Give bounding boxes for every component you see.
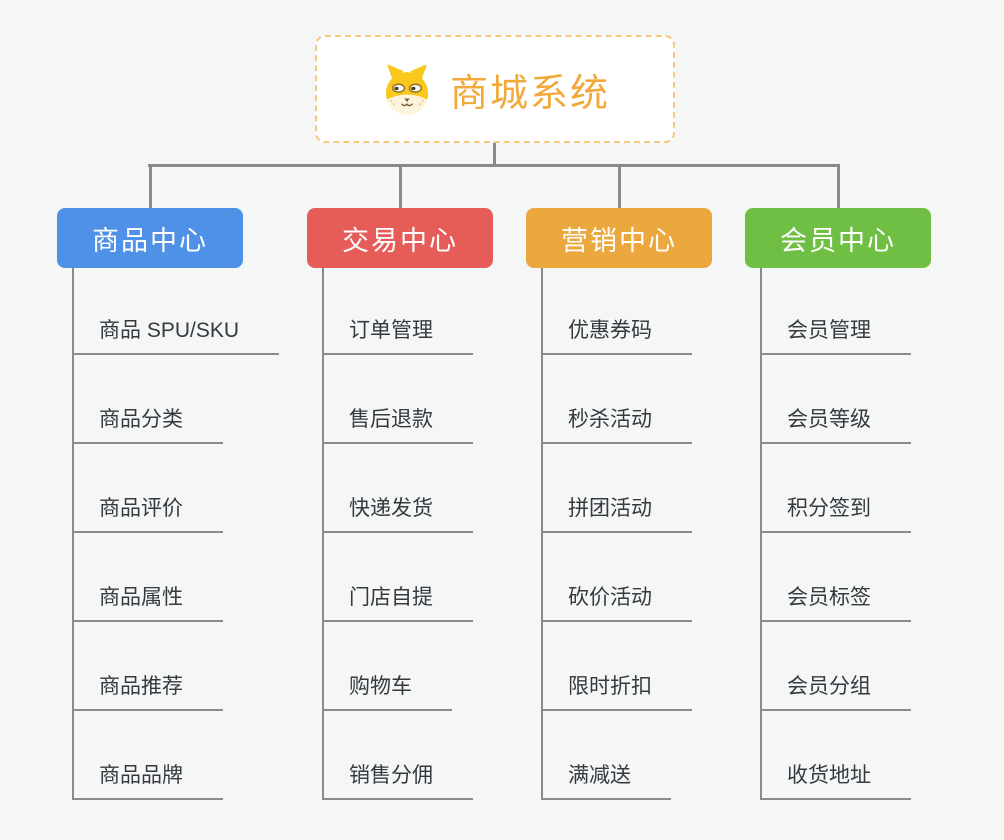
- child-topic[interactable]: 拼团活动: [541, 492, 692, 533]
- child-topic[interactable]: 砍价活动: [541, 581, 692, 622]
- branch-topic[interactable]: 交易中心: [307, 208, 493, 268]
- horizontal-connector: [148, 164, 839, 167]
- child-row: 积分签到: [760, 444, 911, 533]
- child-topic[interactable]: 商品 SPU/SKU: [72, 314, 280, 355]
- child-row: 订单管理: [322, 266, 473, 355]
- branch-children: 订单管理售后退款快递发货门店自提购物车销售分佣: [322, 266, 473, 800]
- child-row: 会员管理: [760, 266, 911, 355]
- child-row: 商品 SPU/SKU: [72, 266, 280, 355]
- child-row: 会员分组: [760, 622, 911, 711]
- child-topic[interactable]: 秒杀活动: [541, 403, 692, 444]
- branch-topic[interactable]: 营销中心: [526, 208, 712, 268]
- branch-trunk-line: [72, 268, 74, 798]
- child-topic[interactable]: 门店自提: [322, 581, 473, 622]
- child-row: 会员标签: [760, 533, 911, 622]
- branch-drop-connector: [617, 164, 621, 210]
- branch-children: 商品 SPU/SKU 商品分类商品评价商品属性商品推荐商品品牌: [72, 266, 280, 800]
- branch-trunk-line: [760, 268, 762, 798]
- child-topic[interactable]: 商品推荐: [72, 670, 223, 711]
- child-row: 秒杀活动: [541, 355, 692, 444]
- child-topic[interactable]: 满减送: [541, 759, 671, 800]
- child-row: 会员等级: [760, 355, 911, 444]
- child-row: 商品评价: [72, 444, 279, 533]
- branch-topic[interactable]: 商品中心: [57, 208, 243, 268]
- child-topic[interactable]: 购物车: [322, 670, 452, 711]
- child-row: 商品属性: [72, 533, 279, 622]
- child-topic[interactable]: 限时折扣: [541, 670, 692, 711]
- child-row: 门店自提: [322, 533, 473, 622]
- root-topic-title: 商城系统: [449, 72, 610, 115]
- child-row: 快递发货: [322, 444, 473, 533]
- child-topic[interactable]: 商品品牌: [72, 759, 223, 800]
- child-row: 商品推荐: [72, 622, 279, 711]
- child-row: 优惠券码: [541, 266, 692, 355]
- branch-trunk-line: [322, 268, 324, 798]
- branch-drop-connector: [836, 164, 840, 210]
- child-topic[interactable]: 售后退款: [322, 403, 473, 444]
- child-topic[interactable]: 积分签到: [760, 492, 911, 533]
- child-row: 购物车: [322, 622, 473, 711]
- branch-drop-connector: [148, 164, 152, 210]
- child-row: 售后退款: [322, 355, 473, 444]
- child-topic[interactable]: 会员分组: [760, 670, 911, 711]
- child-row: 满减送: [541, 711, 692, 800]
- root-vertical-connector: [493, 143, 496, 166]
- child-topic[interactable]: 快递发货: [322, 492, 473, 533]
- branch-children: 优惠券码秒杀活动拼团活动砍价活动限时折扣满减送: [541, 266, 692, 800]
- child-row: 商品分类: [72, 355, 279, 444]
- child-topic[interactable]: 会员标签: [760, 581, 911, 622]
- child-topic[interactable]: 优惠券码: [541, 314, 692, 355]
- branch-children: 会员管理会员等级积分签到会员标签会员分组收货地址: [760, 266, 911, 800]
- child-row: 限时折扣: [541, 622, 692, 711]
- root-topic[interactable]: 商城系统: [315, 35, 675, 143]
- child-row: 销售分佣: [322, 711, 473, 800]
- branch-topic[interactable]: 会员中心: [745, 208, 931, 268]
- child-topic[interactable]: 会员管理: [760, 314, 911, 355]
- child-topic[interactable]: 商品属性: [72, 581, 223, 622]
- child-topic[interactable]: 订单管理: [322, 314, 473, 355]
- child-topic[interactable]: 商品评价: [72, 492, 223, 533]
- child-row: 砍价活动: [541, 533, 692, 622]
- branch-drop-connector: [398, 164, 402, 210]
- child-topic[interactable]: 商品分类: [72, 403, 223, 444]
- child-topic[interactable]: 销售分佣: [322, 759, 473, 800]
- child-topic[interactable]: 收货地址: [760, 759, 911, 800]
- dog-face-icon: [380, 62, 434, 116]
- child-row: 拼团活动: [541, 444, 692, 533]
- child-row: 商品品牌: [72, 711, 279, 800]
- child-topic[interactable]: 会员等级: [760, 403, 911, 444]
- branch-trunk-line: [541, 268, 543, 798]
- child-row: 收货地址: [760, 711, 911, 800]
